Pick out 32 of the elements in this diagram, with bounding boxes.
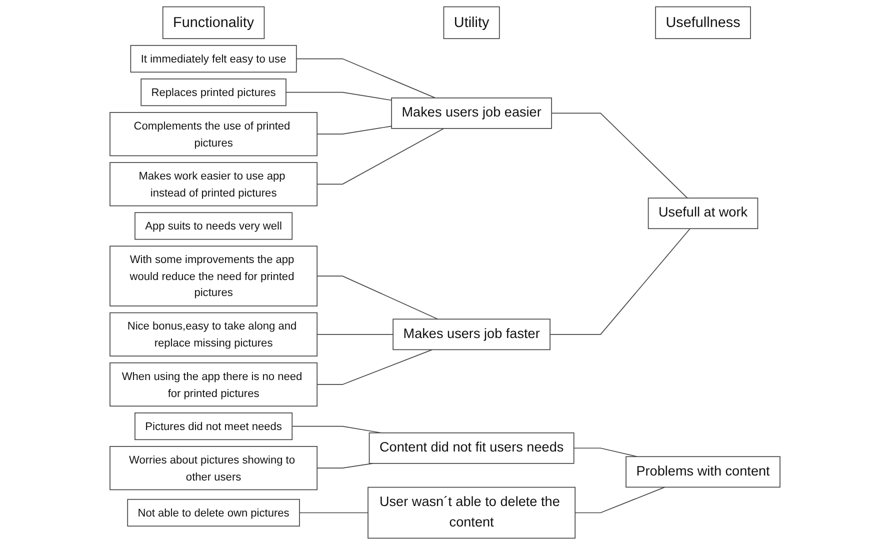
connector: [316, 334, 394, 335]
connector: [551, 112, 688, 198]
node-box: Worries about pictures showing to other users: [110, 446, 318, 490]
node-box: Nice bonus,easy to take along and replace missing pictures: [110, 312, 318, 356]
connector: [573, 448, 638, 458]
node-box: Problems with content: [626, 456, 780, 488]
node-box: Content did not fit users needs: [368, 432, 574, 464]
node-box: When using the app there is no need for printed pictures: [110, 362, 318, 407]
node-box: Replaces printed pictures: [140, 78, 286, 106]
connector: [299, 512, 368, 514]
connector: [316, 128, 444, 185]
node-box: Functionality: [162, 6, 265, 40]
node-box: Usefullness: [655, 6, 751, 40]
node-box: Complements the use of printed pictures: [110, 112, 318, 156]
connector: [550, 228, 691, 335]
connector: [316, 276, 438, 320]
connector: [574, 486, 666, 514]
node-box: Makes users job easier: [391, 98, 552, 129]
node-box: User wasn´t able to delete the content: [368, 486, 576, 539]
node-box: Makes work easier to use app instead of printed pictures: [110, 162, 318, 206]
connector: [316, 126, 392, 135]
node-box: Utility: [443, 6, 500, 40]
connector: [296, 58, 436, 98]
node-box: Not able to delete own pictures: [127, 498, 300, 527]
node-box: With some improvements the app would reduce the need for printed pictures: [110, 246, 318, 306]
node-box: Makes users job faster: [392, 318, 550, 350]
node-box: App suits to needs very well: [134, 212, 293, 240]
node-box: Usefull at work: [648, 198, 758, 230]
connector: [286, 92, 392, 101]
connector: [316, 349, 433, 385]
node-box: It immediately felt easy to use: [130, 44, 297, 73]
node-box: Pictures did not meet needs: [134, 412, 293, 440]
